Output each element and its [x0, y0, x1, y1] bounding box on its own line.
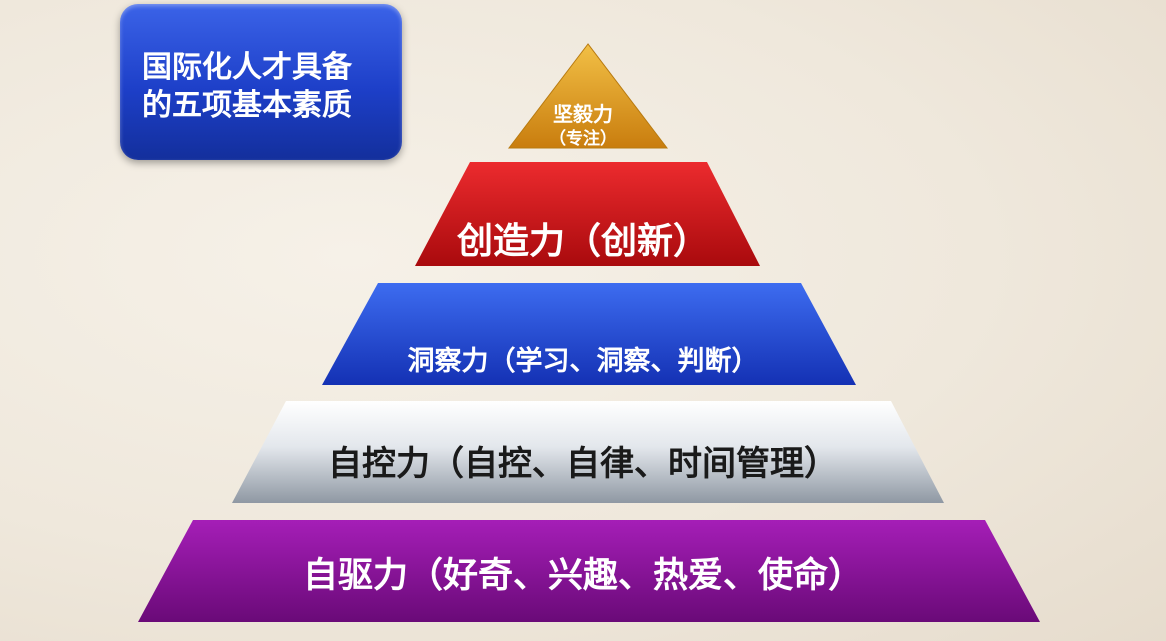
title-line-2: 的五项基本素质 — [142, 88, 352, 123]
tier-4-shape — [232, 401, 944, 503]
tier-3-label: 洞察力（学习、洞察、判断） — [407, 346, 759, 377]
title-line-1: 国际化人才具备 — [142, 50, 352, 85]
tier-5-shape — [138, 520, 1040, 622]
tier-2-shape — [415, 162, 760, 266]
tier-1-sublabel: （专注） — [549, 129, 617, 149]
tier-4-label: 自控力（自控、自律、时间管理） — [328, 444, 838, 484]
tier-5-label: 自驱力（好奇、兴趣、热爱、使命） — [302, 556, 863, 596]
tier-1-shape — [507, 43, 669, 149]
tier-3-shape — [322, 283, 856, 385]
tier-1-label: 坚毅力 — [553, 102, 613, 126]
title-box: 国际化人才具备的五项基本素质 — [120, 4, 402, 160]
tier-2-label: 创造力（创新） — [456, 221, 709, 262]
